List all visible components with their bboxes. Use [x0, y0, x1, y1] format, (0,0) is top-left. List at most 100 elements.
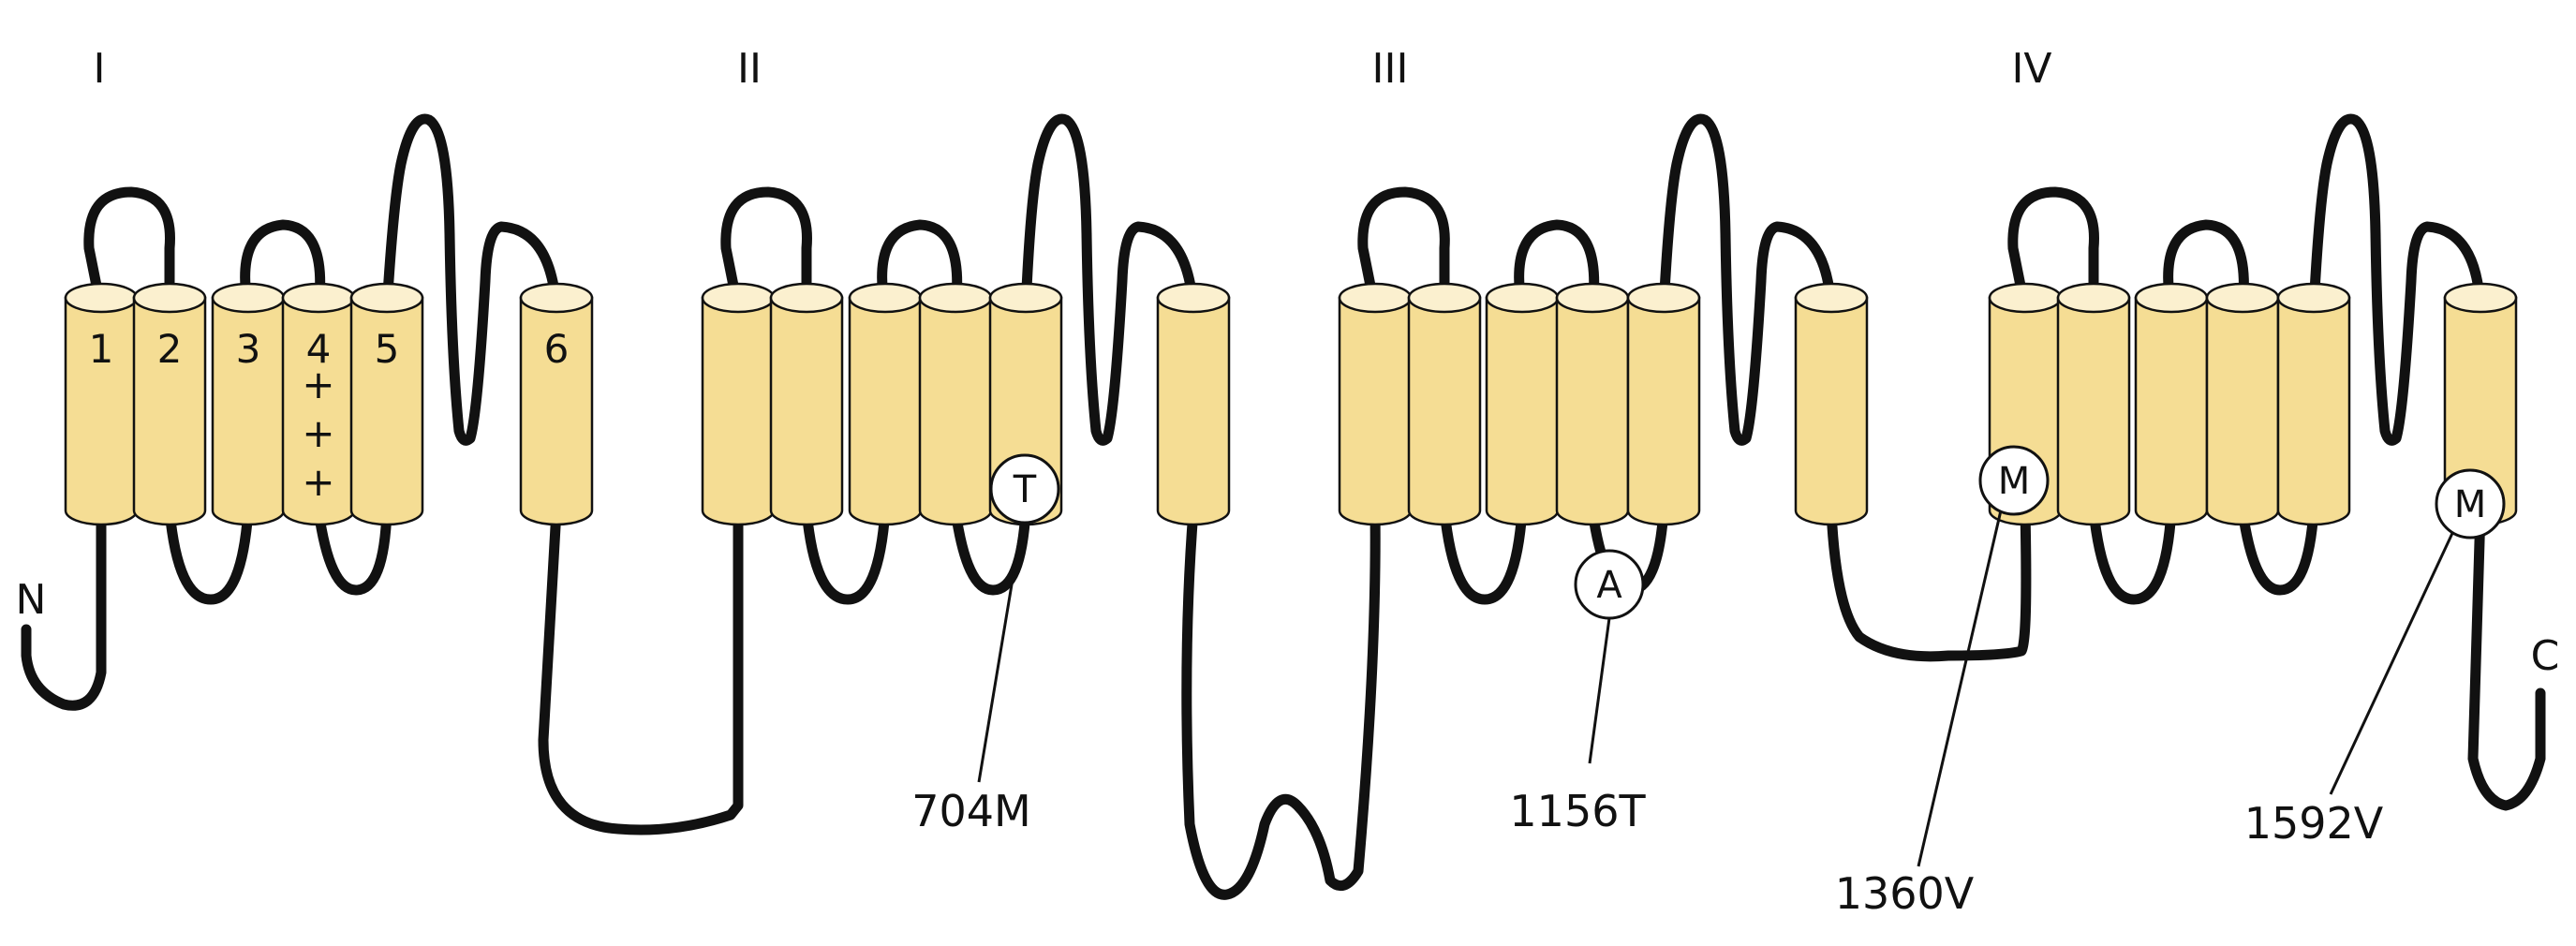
d1-loop-s4-s5 — [313, 505, 392, 596]
d2-loop-s3-s4 — [877, 219, 963, 315]
segment-d2-s5-top — [988, 282, 1063, 314]
n-terminus-label: N — [16, 576, 47, 624]
d4-loop-s4-s5 — [2237, 505, 2319, 596]
n-terminus-tail — [21, 505, 107, 711]
d3-pore-loop — [1658, 113, 1837, 446]
segment-d3-s1-top — [1338, 282, 1413, 314]
domain-label-4: IV — [2011, 45, 2051, 93]
segment-d4-s4-top — [2205, 282, 2280, 314]
d1-loop-s2-s3 — [164, 505, 254, 605]
d4-loop-s3-s4 — [2163, 219, 2249, 315]
segment-d4-s2 — [2056, 296, 2131, 526]
segment-d2-s1 — [701, 296, 776, 526]
segment-d2-s4-top — [918, 282, 993, 314]
segment-label-1: 1 — [89, 326, 114, 372]
segment-d4-s4 — [2205, 296, 2280, 526]
residue-1360-circle — [1978, 445, 2050, 516]
d2-loop-s1-s2 — [720, 186, 812, 315]
polypeptide-backbone — [21, 113, 2546, 900]
d1-d2-linker — [538, 505, 744, 835]
segment-d1-s4-top — [281, 282, 356, 314]
segment-label-4: 4 — [306, 326, 332, 372]
segment-label-2: 2 — [157, 326, 183, 372]
d1-loop-s3-s4 — [240, 219, 326, 315]
segment-d4-s5-top — [2276, 282, 2351, 314]
domain-label-3: III — [1372, 45, 1409, 93]
segment-d2-s1-top — [701, 282, 776, 314]
d4-loop-s2-s3 — [2088, 505, 2177, 605]
mutation-label-1156T: 1156T — [1509, 786, 1646, 836]
leader-1360V — [1917, 510, 2003, 867]
c-terminus-label: C — [2531, 632, 2560, 680]
d3-loop-s3-s4 — [1514, 219, 1600, 315]
domain-label-1: I — [94, 45, 106, 93]
segment-d3-s2 — [1407, 296, 1482, 526]
d1-pore-loop — [381, 113, 562, 446]
segment-d2-s6 — [1156, 296, 1231, 526]
residue-letter-704: T — [1013, 468, 1037, 511]
segment-d3-s1 — [1338, 296, 1413, 526]
transmembrane-segments — [64, 282, 2518, 526]
segment-d2-s3-top — [848, 282, 923, 314]
s4-charge-1: + — [302, 362, 334, 407]
d3-d4-linker — [1826, 505, 2032, 662]
d2-loop-s4-s5 — [950, 505, 1031, 596]
segment-d1-s5-top — [349, 282, 424, 314]
d3-loop-s2-s3 — [1439, 505, 1528, 605]
segment-d4-s3 — [2134, 296, 2209, 526]
domain-label-2: II — [737, 45, 762, 93]
d2-pore-loop — [1020, 113, 1199, 446]
d3-loop-s1-s2 — [1357, 186, 1450, 315]
d2-loop-s2-s3 — [801, 505, 891, 605]
d1-loop-s1-s2 — [83, 186, 175, 315]
segment-label-5: 5 — [375, 326, 400, 372]
segment-label-3: 3 — [236, 326, 261, 372]
residue-letter-1156: A — [1596, 564, 1622, 607]
residue-704-circle — [989, 453, 1060, 525]
leader-704M — [977, 505, 1027, 783]
segment-label-6: 6 — [544, 326, 570, 372]
leader-1592V — [2329, 528, 2456, 795]
segment-d1-s6-top — [519, 282, 594, 314]
d4-pore-loop — [2308, 113, 2486, 446]
segment-d1-s2-top — [132, 282, 207, 314]
c-terminus-tail — [2467, 505, 2546, 811]
segment-d3-s3 — [1485, 296, 1560, 526]
mutation-residues — [989, 445, 2506, 620]
segment-d3-s4 — [1555, 296, 1630, 526]
segment-d4-s2-top — [2056, 282, 2131, 314]
mutation-label-1360V: 1360V — [1835, 868, 1975, 919]
s4-charge-3: + — [302, 459, 334, 505]
segment-d3-s5 — [1626, 296, 1701, 526]
segment-d3-s6 — [1794, 296, 1869, 526]
segment-d3-s2-top — [1407, 282, 1482, 314]
leader-1156T — [1588, 617, 1611, 764]
residue-letter-1592: M — [2454, 483, 2487, 526]
segment-d1-s2 — [132, 296, 207, 526]
segment-d4-s3-top — [2134, 282, 2209, 314]
segment-d3-s5-top — [1626, 282, 1701, 314]
residue-1156-circle — [1574, 549, 1645, 620]
segment-d2-s4 — [918, 296, 993, 526]
segment-d1-s6 — [519, 296, 594, 526]
d2-d3-linker — [1181, 505, 1381, 900]
residue-letter-1360: M — [1998, 460, 2031, 503]
segment-d1-s1-top — [64, 282, 139, 314]
segment-d1-s5 — [349, 296, 424, 526]
segment-d2-s2 — [769, 296, 844, 526]
d4-loop-s1-s2 — [2007, 186, 2099, 315]
residue-1592-circle — [2435, 468, 2506, 540]
segment-d2-s6-top — [1156, 282, 1231, 314]
mutation-label-704M: 704M — [911, 786, 1031, 836]
mutation-leader-lines — [977, 505, 2456, 867]
segment-d3-s4-top — [1555, 282, 1630, 314]
segment-d4-s5 — [2276, 296, 2351, 526]
segment-d2-s3 — [848, 296, 923, 526]
segment-d4-s1-top — [1988, 282, 2063, 314]
segment-d2-s2-top — [769, 282, 844, 314]
mutation-label-1592V: 1592V — [2244, 798, 2384, 849]
segment-d4-s6-top — [2443, 282, 2518, 314]
s4-charge-2: + — [302, 410, 334, 456]
segment-d3-s3-top — [1485, 282, 1560, 314]
